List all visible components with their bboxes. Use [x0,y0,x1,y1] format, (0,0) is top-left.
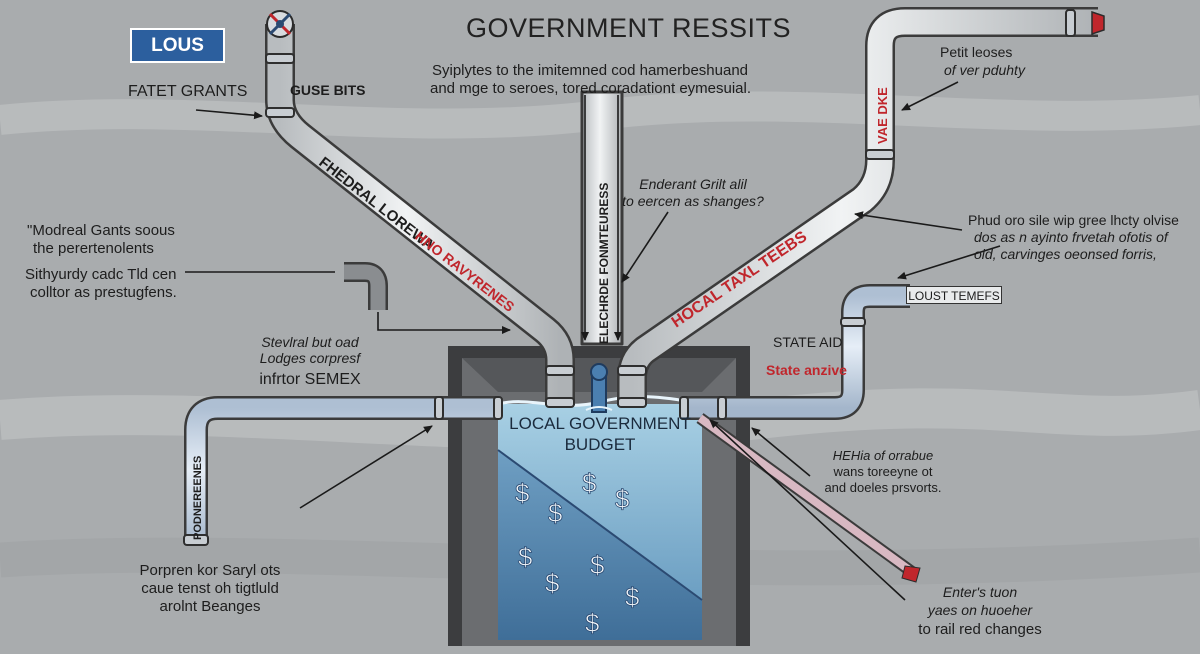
tank-water-deep [498,450,702,640]
label-hehia-2: wans toreeyne ot [833,464,933,479]
page-title: GOVERNMENT RESSITS [466,13,792,43]
header-line-1: Syiplytes to the imitemned cod hamerbesh… [432,62,749,79]
arrow-petit [901,81,959,111]
arrow-phud-2 [897,245,1001,280]
label-porpren-2: caue tenst oh tigtluld [141,580,279,597]
arrow-phud [854,211,963,231]
pipe-label-right: VAE DKE [875,87,890,144]
arrows [185,81,1001,601]
pipe-local-tax [619,9,1098,405]
label-sithyurdy-2: colltor as prestugfens. [30,284,177,301]
dollar-icon: $ [585,608,600,638]
dollar-icon: $ [590,550,605,580]
pipe-label-center: ELECHRDE FONMTEURESS [597,183,611,344]
label-enters-2: yaes on huoeher [927,602,1033,618]
valve-wheel-icon [266,10,294,38]
label-enters-3: to rail red changes [918,621,1042,638]
arrow-hehia [751,427,811,477]
label-stevral-3: infrtor SEMEX [259,371,361,388]
tank-label-2: BUDGET [564,435,636,454]
label-modreal-2: the perertenolents [33,240,154,257]
pipe-center [580,90,624,346]
label-hehia-3: and doeles prsvorts. [824,480,942,495]
header-line-2: and mge to seroes, tored coradationt eym… [430,80,752,97]
dollar-icon: $ [615,484,630,514]
arrow-small-pipe [377,312,511,334]
pipe-cap-icon [1091,10,1105,36]
faucet-icon [585,363,613,413]
dollar-icon: $ [582,468,597,498]
dollar-icon: $ [518,542,533,572]
arrow-fatet [195,109,263,120]
dollar-icon: $ [545,568,560,598]
label-enderant-2: to eercen as shanges? [622,193,764,209]
pipe-right [682,286,910,418]
label-porpren-1: Porpren kor Saryl ots [139,562,281,579]
label-petit-2: of ver pduhty [944,62,1025,78]
label-stevral-1: Stevlral but oad [261,334,359,350]
label-porpren-3: arolnt Beanges [159,598,261,615]
label-stevral-2: Lodges corpresf [259,350,361,366]
pipe-left [186,398,498,545]
pipe-joints [183,9,1076,546]
label-phud-2: dos as n ayinto frvetah ofotis of [974,229,1168,245]
label-state-aid: STATE AID [773,334,843,350]
pipe-label-left: PODNEREENES [192,456,204,540]
label-guse-bits: GUSE BITS [290,82,366,98]
label-sithyurdy-1: Sithyurdy cadc Tld cen [25,266,177,283]
arrow-porpren [299,425,433,509]
label-state-anzive: State anzive [766,362,847,378]
drain-tip-icon [901,565,921,583]
dollar-icon: $ [548,498,563,528]
label-enters-1: Enter's tuon [942,584,1018,600]
pipe-small-bend [344,264,386,310]
label-phud-3: oid, carvinges oeonsed forris, [974,246,1157,262]
label-fatet-grants: FATET GRANTS [128,83,248,100]
label-modreal-1: "Modreal Gants soous [27,222,175,239]
label-phud-1: Phud oro sile wip gree lhcty olvise [968,212,1179,228]
arrow-enderant [621,211,669,283]
dollar-symbols: $ $ $ $ $ $ $ $ $ [515,468,641,639]
dollar-icon: $ [515,478,530,508]
tank-label-1: LOCAL GOVERNMENT [509,414,691,433]
dollar-icon: $ [625,582,640,612]
label-hehia-1: HEHia of orrabue [832,448,934,463]
lous-badge: LOUS [130,28,225,63]
label-loust-temefs: LOUST TEMEFS [906,286,1002,304]
tank-divider-line [497,449,703,601]
label-petit-1: Petit leoses [940,44,1013,60]
label-enderant-1: Enderant Grilt alil [639,176,747,192]
arrow-enters [709,419,906,601]
